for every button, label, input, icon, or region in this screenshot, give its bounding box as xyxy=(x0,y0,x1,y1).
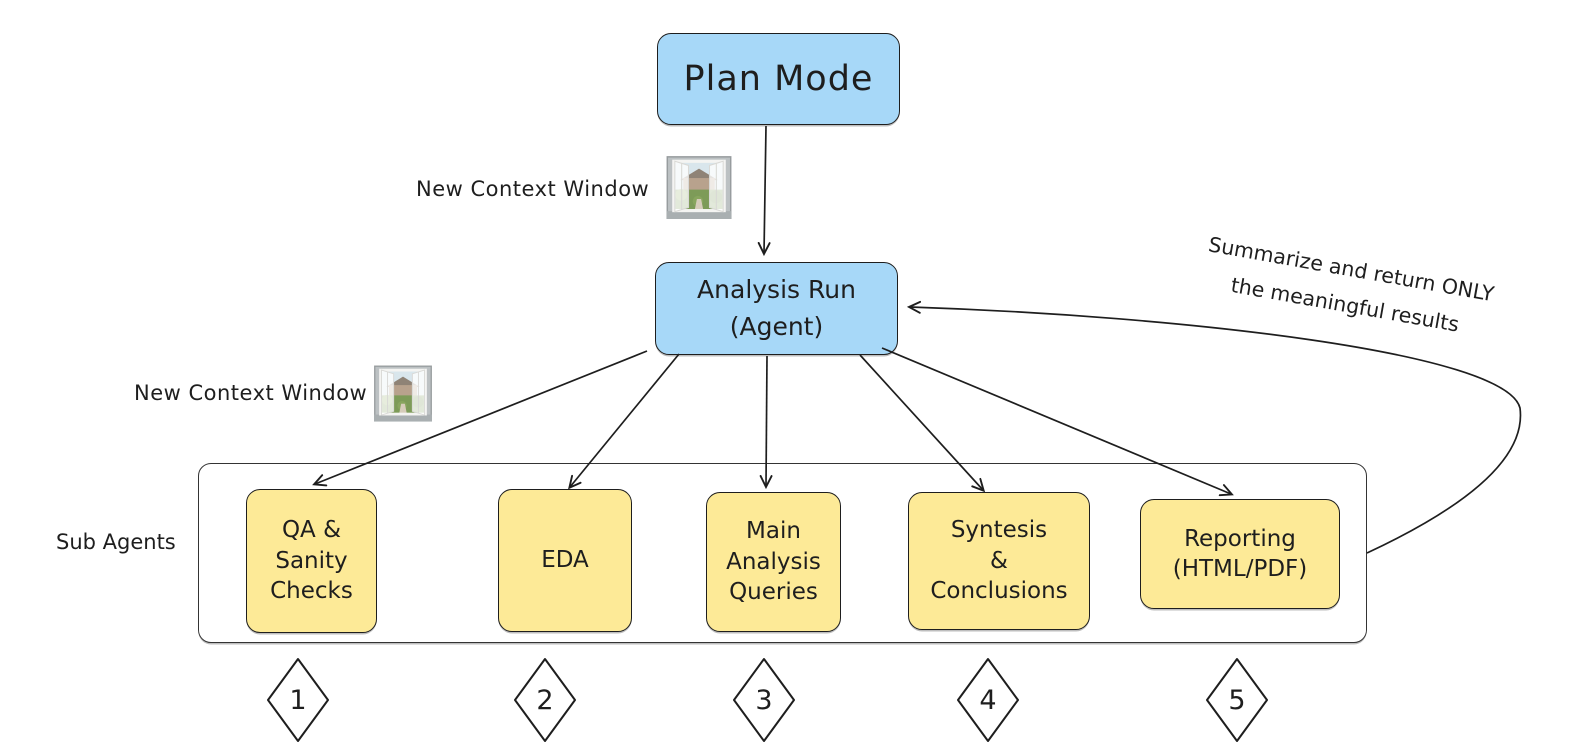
step-number: 1 xyxy=(289,684,307,716)
reporting-label: Reporting (HTML/PDF) xyxy=(1172,525,1308,582)
node-reporting[interactable]: Reporting (HTML/PDF) xyxy=(1140,499,1340,609)
node-analysis-run[interactable]: Analysis Run (Agent) xyxy=(655,262,898,355)
step-diamond-4[interactable]: 4 xyxy=(955,656,1021,742)
diamond-shape xyxy=(267,658,329,742)
syntesis-conclusions-label: Syntesis & Conclusions xyxy=(930,517,1068,605)
diamond-shape xyxy=(957,658,1019,742)
step-number: 4 xyxy=(979,684,997,716)
edge-plan-to-analysis xyxy=(757,125,771,257)
analysis-run-label: Analysis Run (Agent) xyxy=(697,275,856,341)
main-analysis-queries-label: Main Analysis Queries xyxy=(726,518,821,606)
eda-label: EDA xyxy=(541,547,589,574)
diamond-shape xyxy=(733,658,795,742)
step-number: 2 xyxy=(536,684,554,716)
node-plan-mode[interactable]: Plan Mode xyxy=(657,33,900,125)
node-syntesis-conclusions[interactable]: Syntesis & Conclusions xyxy=(908,492,1090,630)
window-icon[interactable] xyxy=(666,156,732,223)
plan-mode-label: Plan Mode xyxy=(683,59,874,99)
qa-sanity-checks-label: QA & Sanity Checks xyxy=(270,517,353,605)
node-eda[interactable]: EDA xyxy=(498,489,632,632)
step-diamond-2[interactable]: 2 xyxy=(512,656,578,742)
sub-agents-label[interactable]: Sub Agents xyxy=(56,530,176,554)
step-diamond-1[interactable]: 1 xyxy=(265,656,331,742)
new-context-window-label-left[interactable]: New Context Window xyxy=(134,381,368,405)
node-main-analysis-queries[interactable]: Main Analysis Queries xyxy=(706,492,841,632)
diamond-shape xyxy=(1206,658,1268,742)
step-diamond-3[interactable]: 3 xyxy=(731,656,797,742)
node-qa-sanity-checks[interactable]: QA & Sanity Checks xyxy=(246,489,377,633)
open-window-icon xyxy=(666,156,732,219)
step-diamond-5[interactable]: 5 xyxy=(1204,656,1270,742)
new-context-window-label-top[interactable]: New Context Window xyxy=(416,177,650,201)
summarize-note[interactable]: Summarize and return ONLY the meaningful… xyxy=(1206,232,1496,337)
window-icon[interactable] xyxy=(374,364,432,427)
diamond-shape xyxy=(514,658,576,742)
step-number: 5 xyxy=(1228,684,1246,716)
step-number: 3 xyxy=(755,684,773,716)
open-window-icon xyxy=(374,365,432,422)
